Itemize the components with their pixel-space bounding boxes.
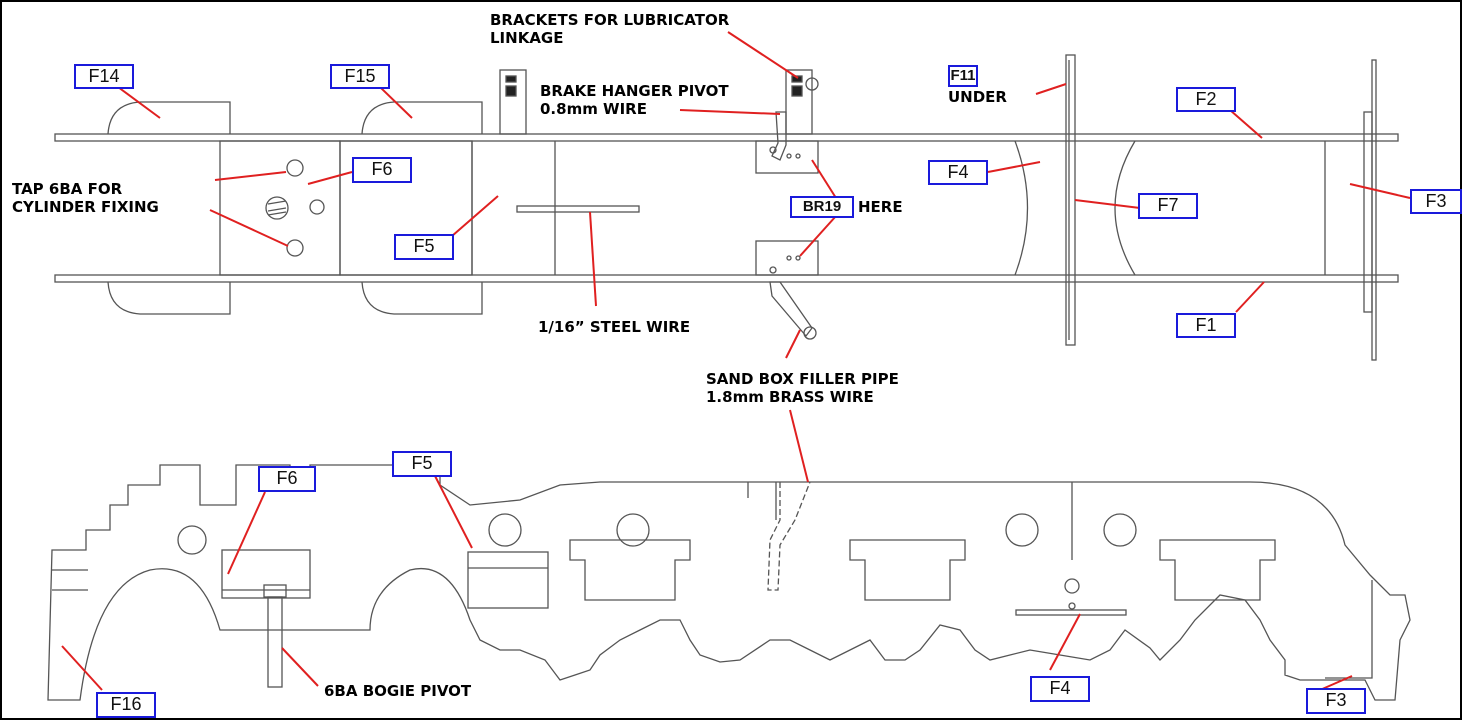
f15-tab xyxy=(361,101,483,135)
f6-side-spacer xyxy=(221,549,311,599)
frame-side-view xyxy=(47,464,1411,701)
f5-side-spacer xyxy=(467,551,549,609)
brake-hanger-block-lower xyxy=(755,240,819,276)
lightening-hole-1 xyxy=(177,525,207,555)
lightening-hole-4 xyxy=(1005,513,1039,547)
f15-lower-tab xyxy=(361,281,483,315)
lower-frame-rail xyxy=(54,274,1399,283)
label-f3-top: F3 xyxy=(1410,189,1462,214)
label-f4-bottom: F4 xyxy=(1030,676,1090,702)
fixing-hole-lower xyxy=(286,239,304,257)
label-f2: F2 xyxy=(1176,87,1236,112)
f3-rear-angle xyxy=(1325,580,1373,679)
label-f1: F1 xyxy=(1176,313,1236,338)
label-f11: F11 xyxy=(948,65,978,87)
label-f5-top: F5 xyxy=(394,234,454,260)
f4-bottom-plate xyxy=(1015,609,1127,616)
fixing-hole-upper xyxy=(286,159,304,177)
f4-curved-stretcher xyxy=(1014,140,1136,276)
lubricator-bracket-right xyxy=(785,69,813,135)
f7-plate xyxy=(1065,54,1076,346)
brake-hanger-block-upper xyxy=(755,140,819,174)
frame-outline xyxy=(47,464,1411,701)
lightening-hole-3 xyxy=(616,513,650,547)
label-f6-top: F6 xyxy=(352,157,412,183)
sand-pipe-top xyxy=(769,281,813,338)
lubricator-bracket-left xyxy=(499,69,527,135)
label-br19: BR19 xyxy=(790,196,854,218)
note-bogie-pivot: 6BA BOGIE PIVOT xyxy=(324,682,472,700)
label-f6-bottom: F6 xyxy=(258,466,316,492)
f6-cylinder-plate xyxy=(219,140,341,276)
label-f14: F14 xyxy=(74,64,134,89)
label-f4-top: F4 xyxy=(928,160,988,185)
f14-tab xyxy=(107,101,231,135)
screw-head xyxy=(265,196,289,220)
note-here: HERE xyxy=(858,198,903,216)
note-steel-wire: 1/16” STEEL WIRE xyxy=(538,318,691,336)
steel-wire-rod xyxy=(516,205,640,213)
f14-lower-tab xyxy=(107,281,231,315)
leader-lines xyxy=(61,31,1411,691)
horn-guide-1 xyxy=(569,539,691,601)
frame-plan-view xyxy=(54,54,1399,361)
bogie-pivot-bolt xyxy=(263,584,287,598)
label-f7: F7 xyxy=(1138,193,1198,219)
note-under: UNDER xyxy=(948,88,1007,106)
label-f15: F15 xyxy=(330,64,390,89)
label-f3-bottom: F3 xyxy=(1306,688,1366,714)
label-f16: F16 xyxy=(96,692,156,718)
label-f5-bottom: F5 xyxy=(392,451,452,477)
lightening-hole-2 xyxy=(488,513,522,547)
sand-pipe-side xyxy=(767,481,811,591)
horn-guide-3 xyxy=(1159,539,1276,601)
fixing-hole-right xyxy=(309,199,325,215)
horn-guide-2 xyxy=(849,539,966,601)
lightening-hole-5 xyxy=(1103,513,1137,547)
upper-frame-rail xyxy=(54,133,1399,142)
